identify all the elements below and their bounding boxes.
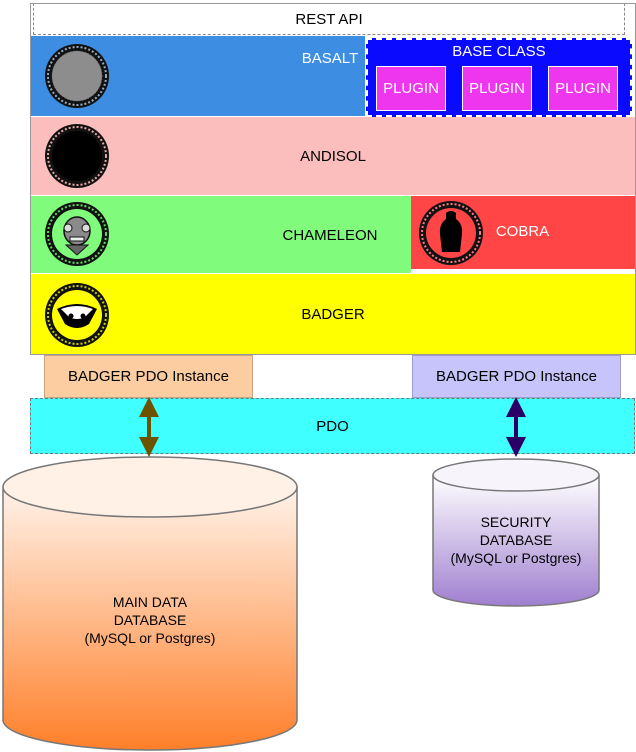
chameleon-label: CHAMELEON	[282, 227, 378, 244]
pdo-instance-label: BADGER PDO Instance	[436, 368, 597, 385]
pdo-label: PDO	[316, 417, 349, 435]
security-database-cylinder	[432, 458, 600, 607]
plugin-label: PLUGIN	[555, 80, 611, 97]
andisol-logo-icon	[45, 124, 109, 188]
chameleon-logo-icon	[45, 202, 109, 266]
security-database-label: SECURITY DATABASE (MySQL or Postgres)	[426, 513, 606, 567]
base-class-label: BASE CLASS	[452, 43, 546, 60]
security-db-line-1: SECURITY	[480, 514, 552, 530]
andisol-layer: ANDISOL	[31, 117, 635, 195]
main-db-line-1: MAIN DATA	[112, 594, 188, 610]
pdo-layer: PDO	[30, 398, 635, 454]
rest-api-label: REST API	[295, 10, 363, 28]
badger-pdo-instance-main: BADGER PDO Instance	[44, 355, 253, 398]
basalt-label: BASALT	[301, 50, 359, 67]
security-db-line-2: DATABASE	[479, 532, 553, 548]
plugin-box-1: PLUGIN	[376, 66, 446, 111]
plugin-box-3: PLUGIN	[548, 66, 618, 111]
plugin-label: PLUGIN	[469, 80, 525, 97]
plugin-label: PLUGIN	[383, 80, 439, 97]
main-database-label: MAIN DATA DATABASE (MySQL or Postgres)	[30, 593, 270, 647]
plugin-box-2: PLUGIN	[462, 66, 532, 111]
cobra-label: COBRA	[495, 223, 550, 240]
andisol-label: ANDISOL	[300, 147, 366, 165]
main-database-cylinder	[2, 456, 298, 751]
security-db-line-3: (MySQL or Postgres)	[450, 550, 582, 566]
main-db-line-3: (MySQL or Postgres)	[84, 630, 216, 646]
basalt-logo-icon	[45, 44, 109, 108]
main-db-line-2: DATABASE	[113, 612, 187, 628]
pdo-instance-label: BADGER PDO Instance	[68, 368, 229, 385]
badger-layer: BADGER	[31, 274, 635, 354]
badger-logo-icon	[45, 283, 109, 347]
badger-label: BADGER	[301, 305, 365, 323]
rest-api-layer: REST API	[33, 3, 625, 35]
cobra-logo-icon	[419, 201, 483, 265]
